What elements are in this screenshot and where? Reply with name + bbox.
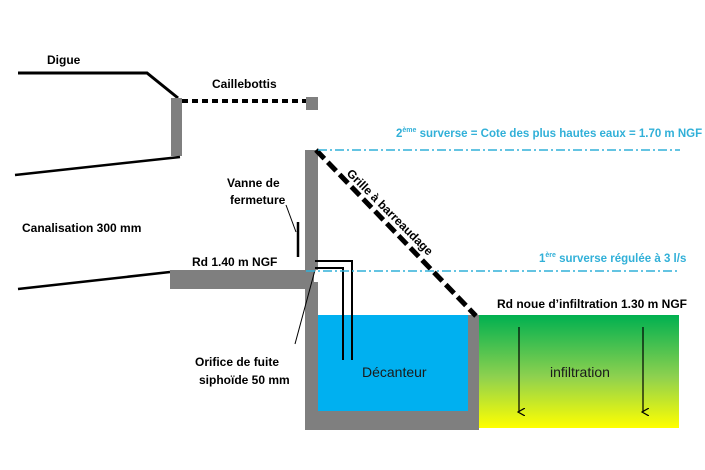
digue-wall	[171, 98, 182, 156]
label-surverse2: 2ème surverse = Cote des plus hautes eau…	[396, 127, 702, 140]
digue-line	[18, 71, 179, 100]
label-grille: Grille à barreaudage	[344, 166, 436, 258]
label-vanne-line2: fermeture	[230, 193, 286, 207]
label-rd-noue: Rd noue d’infiltration 1.30 m NGF	[497, 297, 687, 311]
label-digue: Digue	[47, 53, 81, 67]
label-decanteur: Décanteur	[362, 364, 427, 380]
label-rd-canal: Rd 1.40 m NGF	[192, 255, 277, 269]
canalisation-floor	[170, 270, 314, 289]
decanteur-floor	[305, 411, 479, 430]
label-orifice-line1: Orifice de fuite	[195, 355, 279, 369]
caillebottis-support	[306, 97, 318, 110]
decanteur-right-wall	[468, 315, 479, 430]
siphon-pipe-inner	[315, 267, 344, 360]
label-vanne-line1: Vanne de	[227, 176, 280, 190]
digue-bottom-line	[14, 155, 181, 177]
decanteur-left-wall	[305, 282, 318, 430]
label-infiltration: infiltration	[550, 364, 610, 380]
decanteur-water	[318, 315, 468, 411]
orifice-leader	[294, 269, 316, 345]
label-caillebottis: Caillebottis	[212, 77, 277, 91]
canalisation-bottom-line	[17, 270, 171, 291]
label-canalisation: Canalisation 300 mm	[22, 221, 141, 235]
label-orifice-line2: siphoïde 50 mm	[199, 373, 290, 387]
weir-wall	[305, 150, 318, 270]
grille-line	[314, 148, 478, 318]
label-surverse1: 1ère surverse régulée à 3 l/s	[539, 252, 686, 265]
siphon-pipe-outer	[315, 260, 353, 360]
vanne-leader	[285, 204, 297, 233]
